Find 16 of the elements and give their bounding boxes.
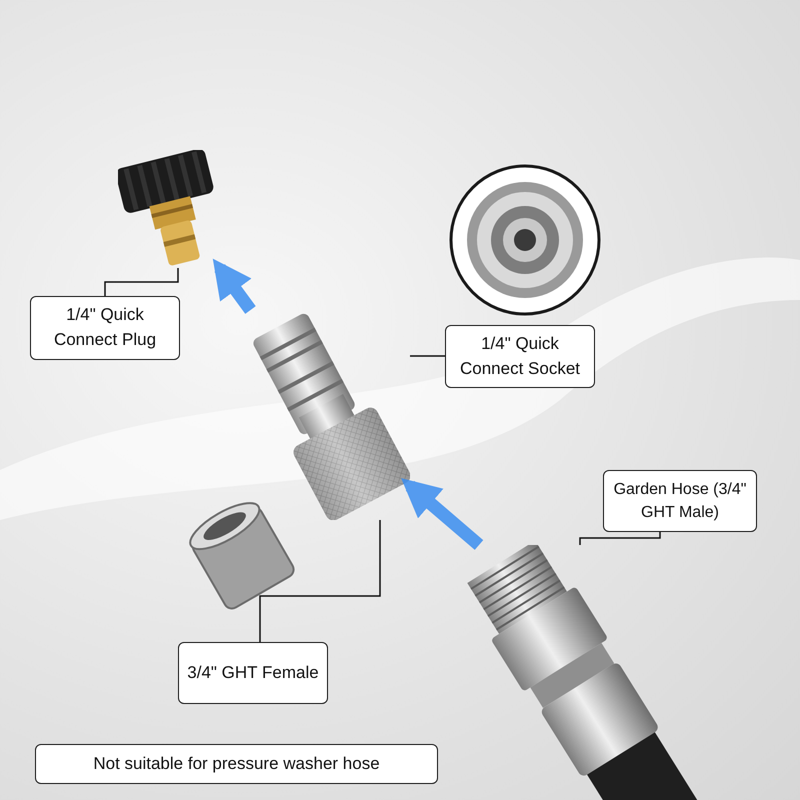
direction-arrow	[401, 478, 484, 550]
note-text: Not suitable for pressure washer hose	[93, 752, 380, 775]
callout-box	[603, 470, 757, 532]
callout-box	[30, 296, 180, 360]
callout-box	[178, 642, 328, 704]
callout-label: Garden Hose (3/4" GHT Male)	[612, 480, 748, 523]
note-box	[35, 744, 438, 784]
leader-line	[410, 355, 445, 357]
callout-label: 1/4" Quick Connect Plug	[52, 304, 158, 351]
leader-line	[579, 532, 661, 545]
callout-box	[445, 325, 595, 388]
direction-arrow	[212, 258, 256, 314]
leader-line	[259, 520, 381, 642]
leader-line	[104, 268, 179, 296]
callout-label: 1/4" Quick Connect Socket	[458, 332, 581, 380]
callout-label: 3/4" GHT Female	[187, 662, 319, 684]
